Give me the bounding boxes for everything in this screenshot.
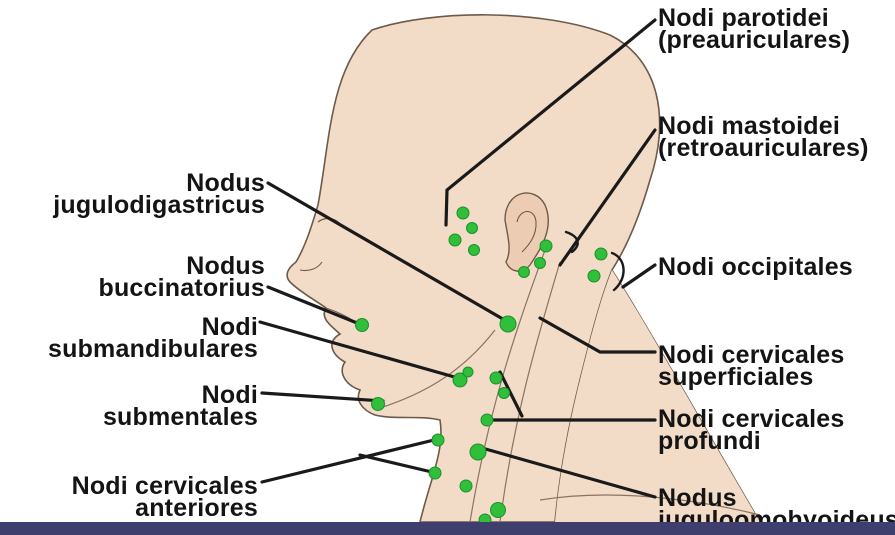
leader-line-occipitales — [623, 265, 655, 287]
label-nodus-jugulodigastricus: Nodus jugulodigastricus — [53, 172, 265, 216]
node-deep-cervical — [499, 388, 510, 399]
label-line: Nodi occipitales — [658, 256, 853, 278]
node-anterior-cervical — [429, 467, 441, 479]
node-parotid — [457, 207, 469, 219]
label-nodi-mastoidei: Nodi mastoidei (retroauriculares) — [658, 115, 869, 159]
leader-line-cervicales-anteriores-2 — [360, 455, 436, 473]
node-occipital — [595, 248, 607, 260]
label-line: superficiales — [658, 366, 844, 388]
label-line: (retroauriculares) — [658, 137, 869, 159]
node-deep-cervical — [460, 480, 472, 492]
bottom-bar — [0, 522, 895, 535]
node-jugulodigastric — [500, 316, 516, 332]
node-juguloomohyoid — [491, 503, 506, 518]
node-parotid — [469, 245, 480, 256]
label-nodi-submandibulares: Nodi submandibulares — [48, 316, 258, 360]
node-anterior-cervical — [432, 434, 444, 446]
label-nodi-submentales: Nodi submentales — [103, 384, 258, 428]
label-nodi-cervicales-superficiales: Nodi cervicales superficiales — [658, 344, 844, 388]
node-parotid — [467, 223, 478, 234]
node-submandibular — [463, 367, 473, 377]
label-nodi-cervicales-profundi: Nodi cervicales profundi — [658, 408, 844, 452]
node-mastoid — [535, 258, 546, 269]
node-mastoid — [519, 267, 530, 278]
node-buccinator — [356, 319, 369, 332]
leader-line-cervicales-anteriores — [262, 440, 434, 482]
label-nodi-occipitales: Nodi occipitales — [658, 256, 853, 278]
node-deep-cervical — [490, 372, 502, 384]
label-line: buccinatorius — [98, 277, 265, 299]
label-line: submandibulares — [48, 338, 258, 360]
node-parotid — [449, 234, 461, 246]
node-deep-cervical — [481, 414, 493, 426]
node-mastoid — [540, 240, 552, 252]
label-line: jugulodigastricus — [53, 194, 265, 216]
label-nodi-cervicales-anteriores: Nodi cervicales anteriores — [72, 475, 258, 519]
node-deep-cervical — [470, 444, 486, 460]
label-nodus-buccinatorius: Nodus buccinatorius — [98, 255, 265, 299]
label-line: anteriores — [72, 497, 258, 519]
label-line: (preauriculares) — [658, 29, 850, 51]
label-line: submentales — [103, 406, 258, 428]
node-occipital — [588, 270, 600, 282]
label-nodi-parotidei: Nodi parotidei (preauriculares) — [658, 7, 850, 51]
label-line: profundi — [658, 430, 844, 452]
node-submental — [372, 398, 385, 411]
